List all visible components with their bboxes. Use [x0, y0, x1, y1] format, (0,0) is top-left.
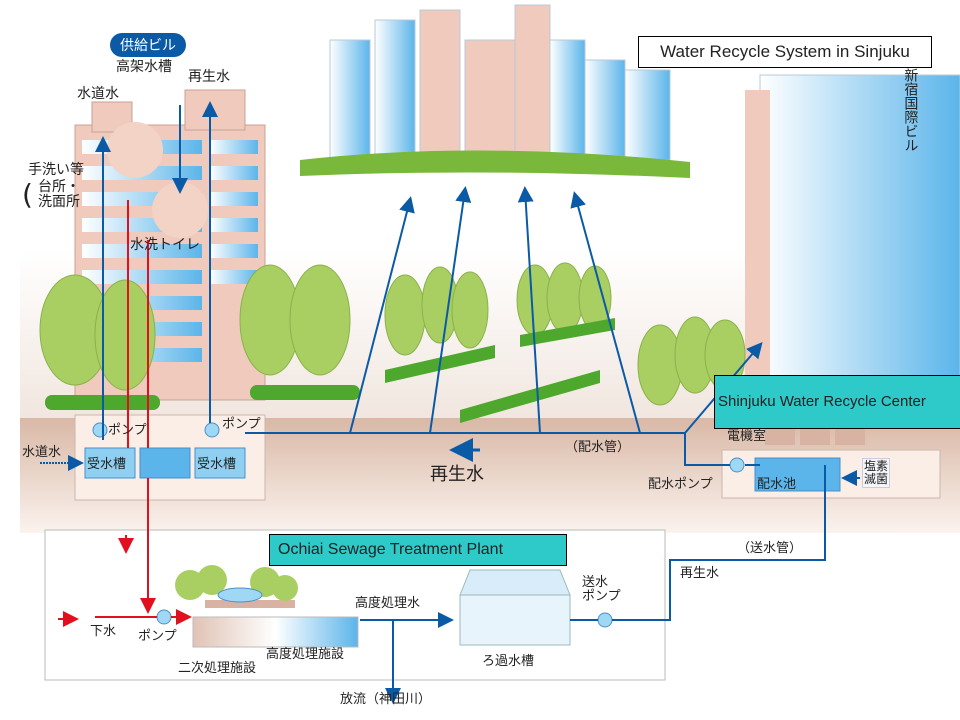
discharge-label: 放流（神田川） [340, 692, 432, 707]
electric-room-label: 電機室 [727, 429, 767, 444]
tap-water-in-label: 水道水 [22, 445, 62, 460]
plant-pump-label: ポンプ [138, 629, 177, 644]
distribution-pump-label: 配水ポンプ [648, 477, 713, 492]
elevated-tank-label: 高架水槽 [116, 59, 172, 75]
tank-right-label: 受水槽 [197, 457, 237, 472]
distribution-pipe-label: （配水管） [565, 440, 631, 455]
send-pump-1: 送水 [582, 575, 609, 590]
sewage-label: 下水 [90, 624, 117, 639]
chlorine-2: 滅菌 [864, 472, 889, 487]
transmission-pipe-label: （送水管） [737, 541, 803, 556]
handwash-label: 手洗い等 [28, 162, 84, 178]
advanced-water-label: 高度処理水 [355, 596, 421, 611]
paren-left: ( [22, 178, 33, 211]
tank-left-label: 受水槽 [87, 457, 127, 472]
handwash-detail: ( 台所・ 洗面所 [22, 178, 80, 211]
plant-label: Ochiai Sewage Treatment Plant [269, 534, 567, 566]
chlorine-label: 塩素 滅菌 [862, 458, 891, 489]
advanced-facility-label: 高度処理施設 [266, 647, 345, 662]
recycle-center-label: Shinjuku Water Recycle Center [714, 375, 960, 429]
reservoir-label: 配水池 [757, 477, 797, 492]
chlorine-1: 塩素 [864, 459, 889, 473]
secondary-facility-label: 二次処理施設 [178, 661, 257, 676]
supply-building-badge: 供給ビル [110, 33, 186, 57]
toilet-label: 水洗トイレ [130, 237, 200, 253]
send-pump-label: 送水 ポンプ [582, 575, 621, 605]
pump-right-label: ポンプ [222, 417, 261, 432]
handwash-detail-1: 台所・ [38, 179, 80, 195]
reclaimed-water-label: 再生水 [188, 69, 230, 85]
handwash-detail-2: 洗面所 [38, 194, 80, 211]
right-building-label: 新宿国際ビル [902, 68, 919, 152]
tap-water-label: 水道水 [77, 86, 119, 102]
transmission-water-label: 再生水 [680, 566, 720, 581]
title-box: Water Recycle System in Sinjuku [638, 36, 932, 68]
pump-left-label: ポンプ [108, 423, 147, 438]
reclaimed-water-main-label: 再生水 [430, 464, 484, 485]
send-pump-2: ポンプ [582, 589, 621, 605]
filter-tank-label: ろ過水槽 [482, 654, 535, 669]
